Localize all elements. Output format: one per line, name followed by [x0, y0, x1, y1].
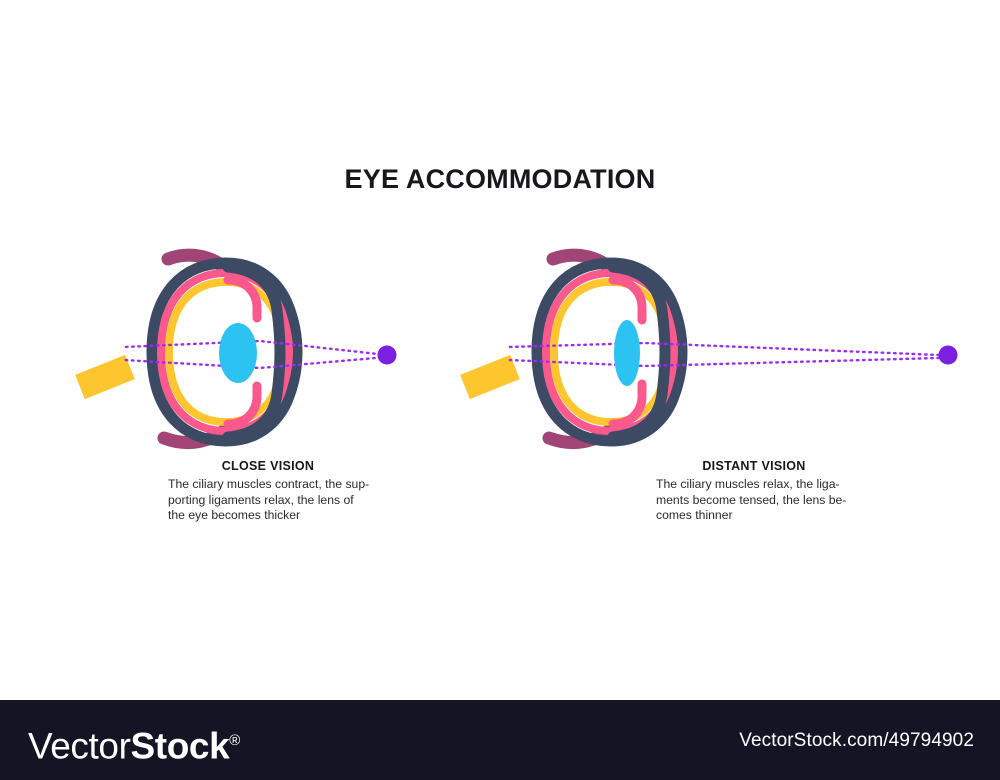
watermark-footer: VectorStock® VectorStock.com/49794902	[0, 700, 1000, 780]
light-source-dot	[938, 345, 958, 365]
caption-title-close-vision: CLOSE VISION	[221, 459, 315, 473]
iris-lower	[608, 379, 647, 429]
logo-text-stock: Stock	[130, 725, 230, 767]
caption-title-distant-vision: DISTANT VISION	[702, 459, 806, 473]
sclera-layer	[531, 257, 688, 447]
crystalline-lens-thin	[614, 320, 640, 386]
caption-body-distant-vision: The ciliary muscles relax, the liga- men…	[656, 477, 847, 522]
choroid-layer	[541, 268, 679, 436]
cornea-layer	[222, 261, 286, 443]
light-rays-distant	[507, 341, 941, 368]
caption-close-vision: CLOSE VISION The ciliary muscles contrac…	[168, 459, 372, 524]
iris-upper	[223, 275, 262, 323]
light-source-dot	[377, 345, 397, 365]
logo-text-vector: Vector	[28, 725, 131, 767]
sclera-layer	[146, 257, 303, 447]
registered-trademark-icon: ®	[229, 732, 241, 749]
light-rays-close	[122, 339, 389, 370]
page-title: EYE ACCOMMODATION	[344, 164, 656, 194]
caption-distant-vision: DISTANT VISION The ciliary muscles relax…	[656, 459, 856, 524]
caption-body-close-vision: The ciliary muscles contract, the sup- p…	[168, 477, 370, 522]
crystalline-lens-thick	[219, 323, 257, 383]
eye-diagram-close-vision	[60, 240, 410, 460]
optic-nerve-icon	[75, 354, 135, 400]
cornea-layer	[607, 261, 671, 443]
vitreous-body	[558, 286, 664, 418]
iris-upper	[608, 275, 647, 325]
optic-nerve-icon	[460, 354, 520, 400]
choroid-layer	[156, 268, 294, 436]
vectorstock-logo: VectorStock®	[28, 722, 240, 764]
footer-url: VectorStock.com/49794902	[739, 730, 974, 751]
eye-diagram-distant-vision	[445, 240, 975, 460]
iris-lower	[223, 381, 262, 429]
